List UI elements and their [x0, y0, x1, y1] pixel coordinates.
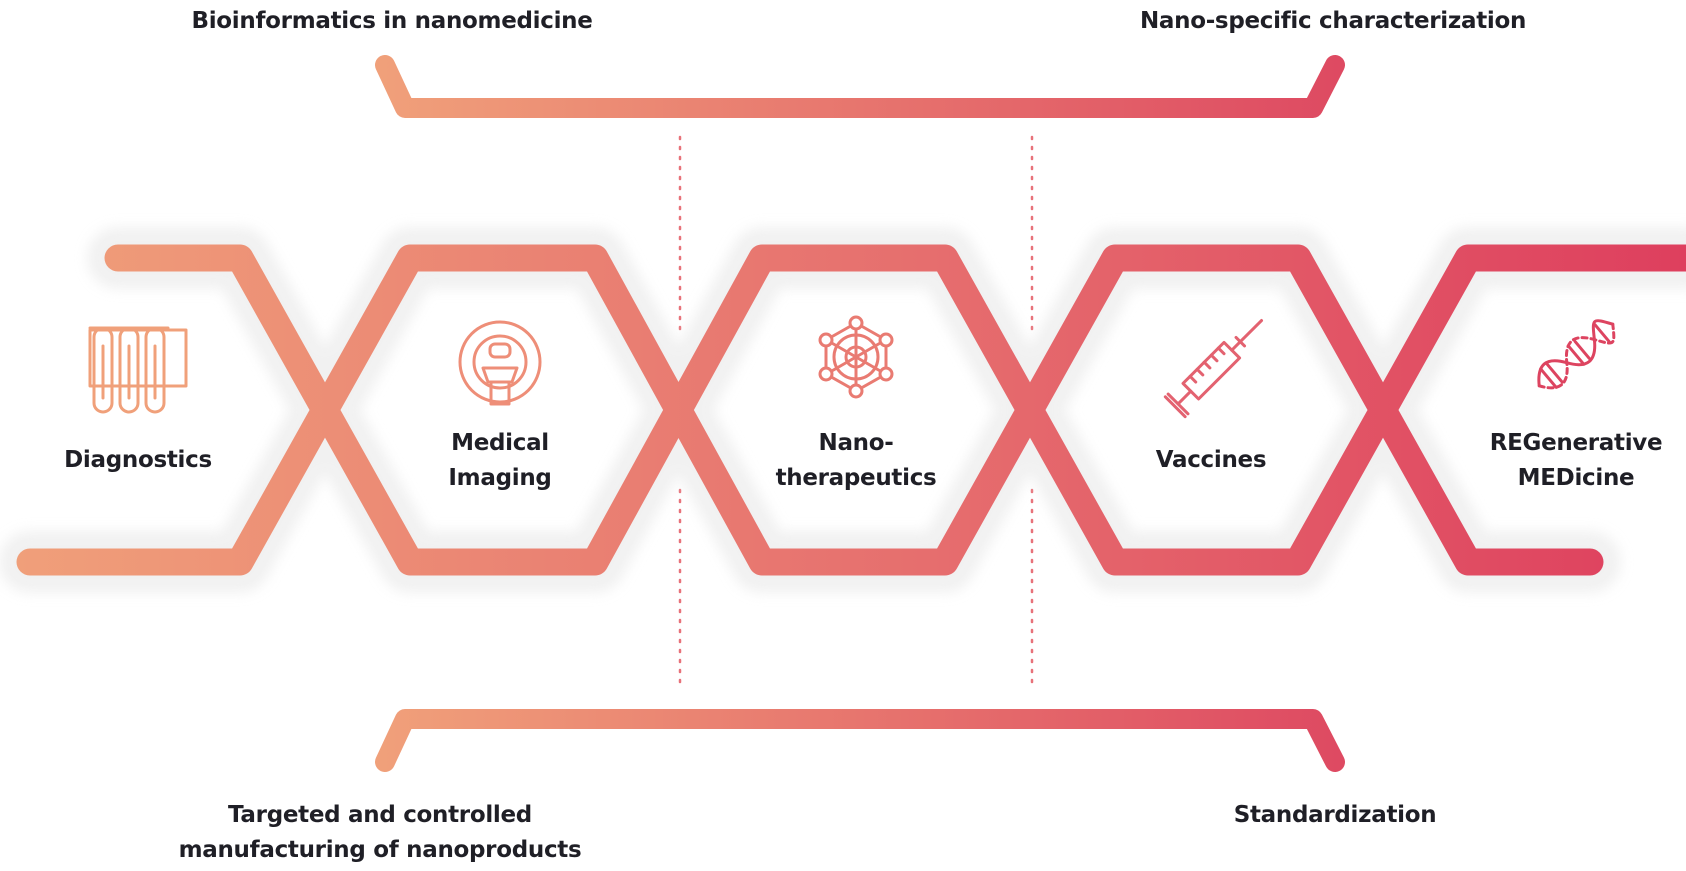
section-label-diagnostics: Diagnostics — [64, 443, 212, 478]
top-label-characterization: Nano-specific characterization — [1139, 8, 1527, 34]
dna-icon — [1537, 319, 1616, 390]
mri-scanner-icon — [458, 320, 542, 406]
top-bracket — [375, 55, 1345, 118]
section-label-nanotherapeutics-line2: therapeutics — [775, 465, 937, 491]
section-label-regenerative-medicine: REGenerative MEDicine — [1490, 426, 1663, 496]
hexagon-chain-lower-strand — [16, 244, 1604, 576]
section-label-regenerative-medicine-line1: REGenerative — [1489, 430, 1663, 456]
bottom-label-manufacturing-line2: manufacturing of nanoproducts — [178, 837, 582, 863]
syringe-icon — [1163, 319, 1263, 419]
section-label-medical-imaging-line2: Imaging — [448, 465, 552, 491]
nanoparticle-icon — [818, 315, 894, 399]
section-label-nanotherapeutics-line1: Nano- — [818, 430, 894, 456]
section-label-medical-imaging: Medical Imaging — [448, 426, 551, 496]
bottom-bracket — [375, 709, 1345, 772]
section-label-vaccines: Vaccines — [1155, 443, 1267, 478]
section-label-nanotherapeutics: Nano- therapeutics — [776, 426, 937, 496]
test-tubes-icon — [88, 326, 188, 414]
bottom-label-standardization: Standardization — [1233, 802, 1437, 828]
bottom-label-manufacturing-line1: Targeted and controlled — [228, 802, 532, 828]
section-label-diagnostics-text: Diagnostics — [64, 447, 212, 473]
top-label-bioinformatics: Bioinformatics in nanomedicine — [191, 8, 593, 34]
bottom-label-manufacturing: Targeted and controlled manufacturing of… — [179, 798, 582, 868]
section-label-vaccines-text: Vaccines — [1155, 447, 1267, 473]
section-label-medical-imaging-line1: Medical — [451, 430, 549, 456]
section-label-regenerative-medicine-line2: MEDicine — [1517, 465, 1635, 491]
